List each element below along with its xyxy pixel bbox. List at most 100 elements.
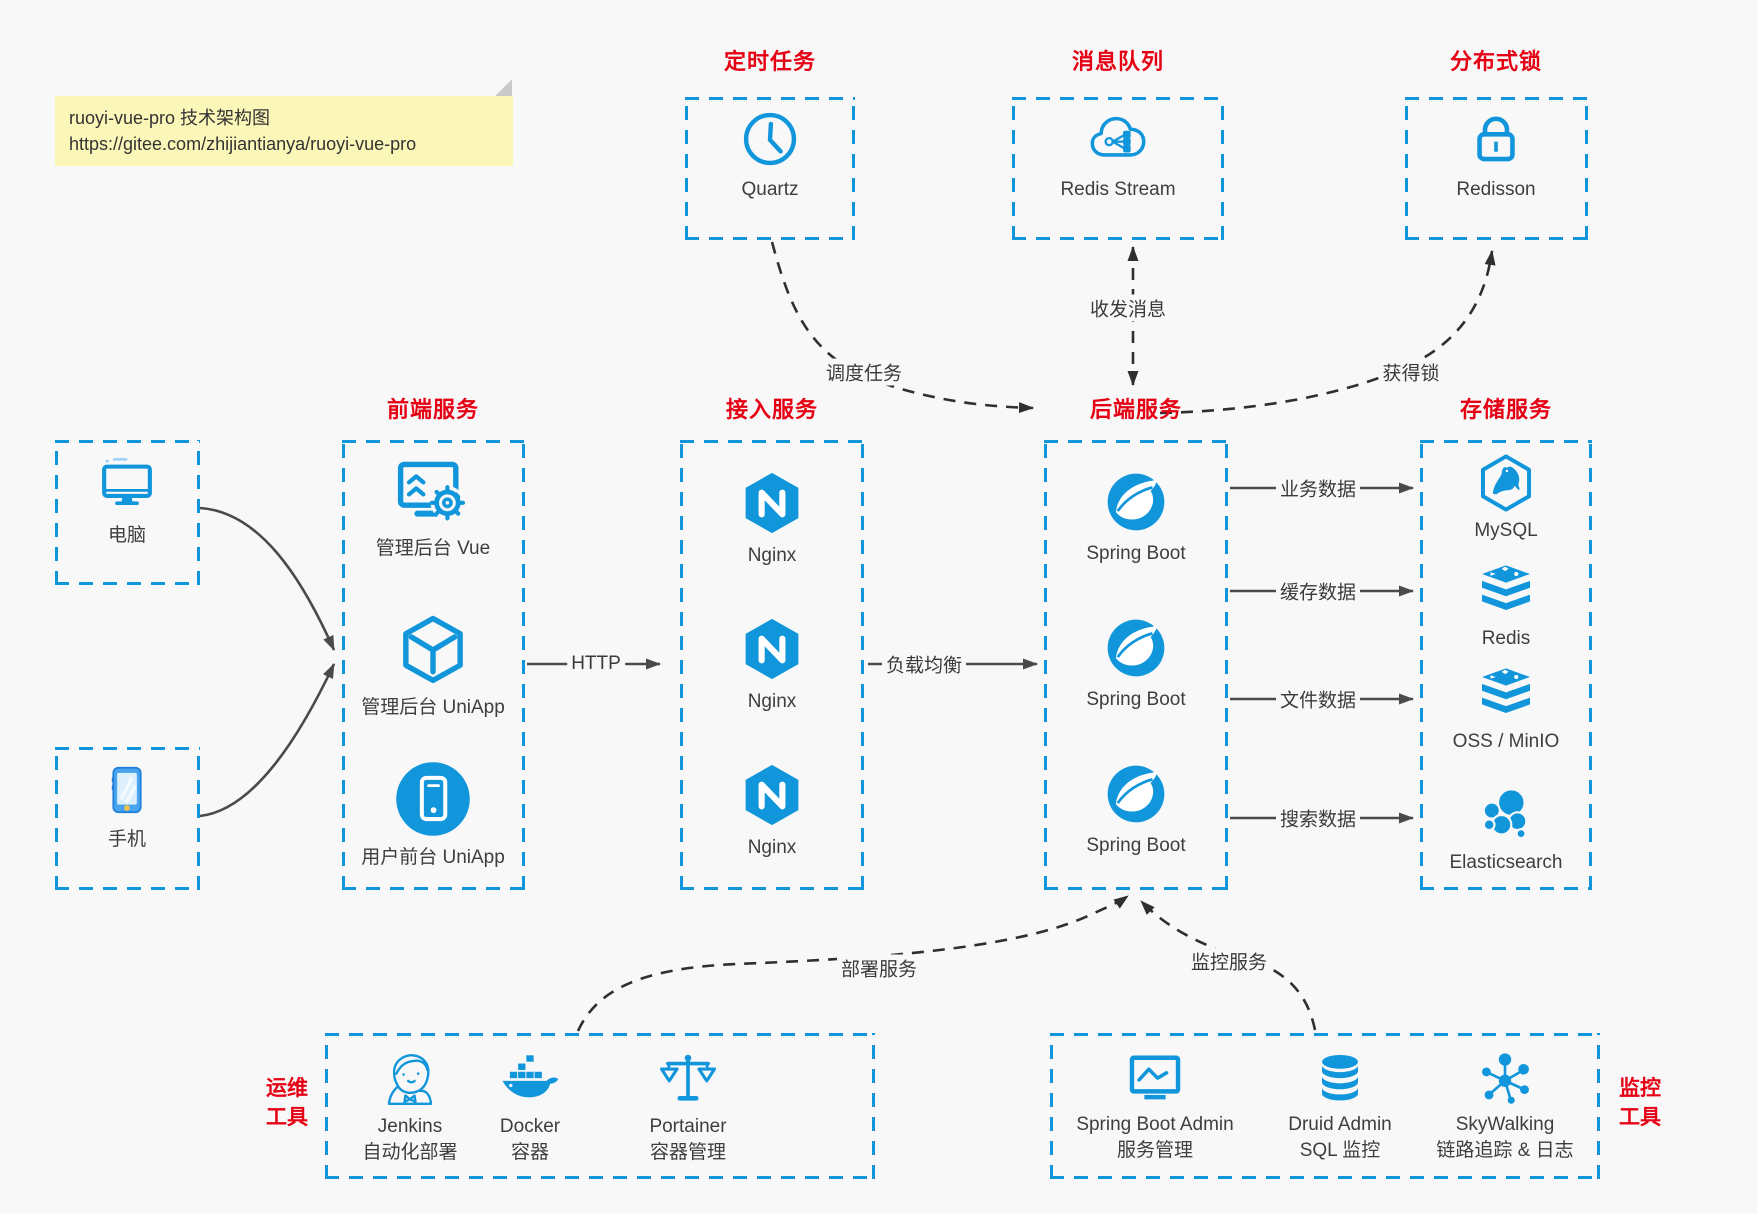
title-ops-line2: 工具	[266, 1106, 308, 1129]
node-elasticsearch: Elasticsearch	[1406, 784, 1606, 876]
title-monitoring-line1: 监控	[1619, 1077, 1661, 1100]
node-elasticsearch-label: Elasticsearch	[1449, 852, 1563, 873]
node-springboot-3: Spring Boot	[1036, 762, 1236, 859]
nginx-icon	[739, 762, 805, 828]
edge-label-search-data: 搜索数据	[1275, 804, 1361, 832]
node-sba-label: Spring Boot Admin	[1076, 1114, 1234, 1135]
node-nginx-2: Nginx	[672, 616, 872, 715]
group-pc-box	[55, 440, 200, 585]
node-jenkins-label: Jenkins	[377, 1116, 443, 1137]
node-redis-stream: Redis Stream	[1018, 108, 1218, 203]
node-docker-label: Docker	[499, 1116, 561, 1137]
title-scheduled: 定时任务	[723, 49, 816, 74]
edge-label-load-balance: 负载均衡	[881, 650, 967, 678]
title-gateway: 接入服务	[725, 397, 818, 422]
desktop-icon	[95, 452, 159, 516]
nginx-icon	[739, 470, 805, 536]
redis-icon	[1476, 562, 1536, 622]
node-redisson-label: Redisson	[1456, 179, 1536, 200]
node-jenkins-sublabel: 自动化部署	[362, 1142, 458, 1163]
elasticsearch-icon	[1475, 784, 1537, 846]
edge-label-business-data: 业务数据	[1275, 474, 1361, 502]
spring-icon	[1104, 470, 1168, 534]
edge-label-messages: 收发消息	[1085, 294, 1171, 322]
uniapp-cube-icon	[395, 612, 471, 688]
edge-label-acquire-lock: 获得锁	[1378, 358, 1444, 386]
group-scheduled-box	[685, 97, 855, 240]
node-quartz: Quartz	[670, 108, 870, 203]
node-oss: OSS / MinIO	[1406, 665, 1606, 755]
node-nginx-1-label: Nginx	[747, 545, 797, 566]
title-ops: 运维 工具	[237, 1074, 337, 1132]
node-pc: 电脑	[27, 452, 227, 549]
node-druid-sublabel: SQL 监控	[1299, 1140, 1381, 1161]
node-sba-sublabel: 服务管理	[1116, 1140, 1193, 1161]
node-oss-label: OSS / MinIO	[1452, 731, 1560, 752]
title-ops-line1: 运维	[266, 1077, 308, 1100]
node-mobile: 手机	[27, 760, 227, 853]
node-admin-vue: 管理后台 Vue	[333, 450, 533, 562]
sticky-note: ruoyi-vue-pro 技术架构图 https://gitee.com/zh…	[55, 96, 513, 166]
node-springboot-3-label: Spring Boot	[1086, 835, 1186, 856]
title-lock: 分布式锁	[1449, 49, 1542, 74]
node-nginx-2-label: Nginx	[747, 691, 797, 712]
node-springboot-1: Spring Boot	[1036, 470, 1236, 567]
mysql-icon	[1475, 452, 1537, 514]
edge-label-http: HTTP	[567, 653, 625, 675]
node-user-uniapp: 用户前台 UniApp	[333, 760, 533, 871]
node-docker-sublabel: 容器	[510, 1142, 549, 1163]
docker-icon	[497, 1048, 563, 1112]
node-nginx-3: Nginx	[672, 762, 872, 861]
node-mobile-label: 手机	[107, 829, 146, 850]
node-redis-stream-label: Redis Stream	[1060, 179, 1176, 200]
edge-label-schedule: 调度任务	[821, 358, 907, 386]
cloud-share-icon	[1086, 108, 1150, 170]
note-url: https://gitee.com/zhijiantianya/ruoyi-vu…	[69, 134, 417, 154]
title-storage: 存储服务	[1459, 397, 1552, 422]
node-springboot-1-label: Spring Boot	[1086, 543, 1186, 564]
sba-icon	[1124, 1048, 1186, 1110]
skywalking-icon	[1474, 1048, 1536, 1110]
jenkins-icon	[378, 1048, 442, 1112]
node-docker: Docker 容器	[430, 1048, 630, 1166]
group-mq-box	[1012, 97, 1224, 240]
node-druid-label: Druid Admin	[1288, 1114, 1392, 1135]
node-skywalking-label: SkyWalking	[1455, 1114, 1555, 1135]
node-redisson: Redisson	[1396, 106, 1596, 203]
node-pc-label: 电脑	[107, 525, 146, 546]
nginx-icon	[739, 616, 805, 682]
group-ops-box	[325, 1033, 875, 1179]
title-mq: 消息队列	[1071, 49, 1164, 74]
title-monitoring-line2: 工具	[1619, 1106, 1661, 1129]
node-redis-label: Redis	[1481, 628, 1531, 649]
node-nginx-3-label: Nginx	[747, 837, 797, 858]
edge-label-monitor: 监控服务	[1186, 947, 1272, 975]
edge-label-file-data: 文件数据	[1275, 685, 1361, 713]
edge-label-cache-data: 缓存数据	[1275, 577, 1361, 605]
node-springboot-2: Spring Boot	[1036, 616, 1236, 713]
edge-acquire-lock	[1159, 250, 1496, 415]
node-portainer-label: Portainer	[649, 1116, 727, 1137]
node-nginx-1: Nginx	[672, 470, 872, 569]
node-skywalking: SkyWalking 链路追踪 & 日志	[1405, 1048, 1605, 1164]
title-backend: 后端服务	[1089, 397, 1182, 422]
node-mysql-label: MySQL	[1474, 520, 1538, 541]
node-portainer-sublabel: 容器管理	[649, 1142, 726, 1163]
node-user-uniapp-label: 用户前台 UniApp	[361, 847, 505, 868]
spring-icon	[1104, 616, 1168, 680]
node-redis: Redis	[1406, 562, 1606, 652]
node-admin-uniapp: 管理后台 UniApp	[333, 612, 533, 721]
clock-icon	[739, 108, 801, 170]
node-admin-vue-label: 管理后台 Vue	[375, 538, 491, 559]
edge-label-deploy: 部署服务	[836, 954, 922, 982]
spring-icon	[1104, 762, 1168, 826]
note-title: ruoyi-vue-pro 技术架构图	[69, 108, 271, 128]
node-sba: Spring Boot Admin 服务管理	[1040, 1048, 1270, 1164]
druid-icon	[1310, 1048, 1370, 1110]
admin-vue-icon	[391, 450, 475, 534]
node-springboot-2-label: Spring Boot	[1086, 689, 1186, 710]
node-portainer: Portainer 容器管理	[588, 1048, 788, 1166]
node-mysql: MySQL	[1406, 452, 1606, 544]
node-druid: Druid Admin SQL 监控	[1240, 1048, 1440, 1164]
